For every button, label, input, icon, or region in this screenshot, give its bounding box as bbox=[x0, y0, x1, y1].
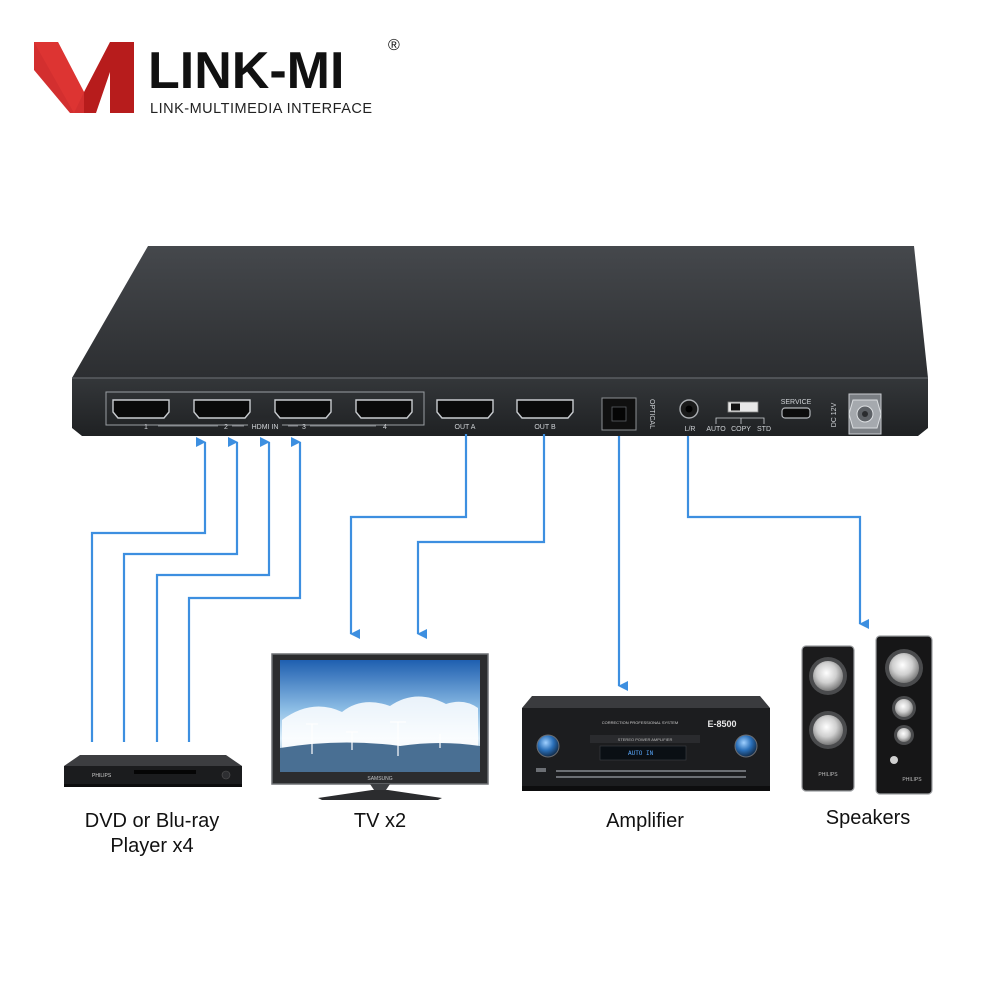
amplifier-model: E-8500 bbox=[707, 719, 736, 729]
amplifier-caption: Amplifier bbox=[560, 809, 730, 834]
service-usb-port bbox=[782, 408, 810, 418]
tv-caption: TV x2 bbox=[310, 809, 450, 834]
out-a-line bbox=[351, 434, 466, 634]
lr-label: L/R bbox=[685, 426, 696, 433]
input-number-2: 2 bbox=[224, 424, 228, 431]
dvd-player-caption: DVD or Blu-ray Player x4 bbox=[52, 809, 252, 859]
tv-brand: SAMSUNG bbox=[367, 776, 392, 782]
device-top-panel bbox=[72, 246, 928, 378]
input-3-line bbox=[157, 442, 269, 742]
input-2-line bbox=[124, 442, 237, 742]
hdmi-in-2-port bbox=[194, 400, 250, 418]
amplifier-header: CORRECTION PROFESSIONAL SYSTEM bbox=[602, 720, 679, 725]
brand-logo: LINK-MI ® LINK-MULTIMEDIA INTERFACE bbox=[34, 37, 400, 117]
dvd-player-caption-line1: DVD or Blu-ray bbox=[52, 809, 252, 834]
input-number-1: 1 bbox=[144, 424, 148, 431]
hdmi-in-4-port bbox=[356, 400, 412, 418]
amplifier-display: AUTO IN bbox=[628, 750, 654, 757]
brand-tagline: LINK-MULTIMEDIA INTERFACE bbox=[150, 101, 373, 117]
switch-mode-copy: COPY bbox=[731, 426, 751, 433]
hdmi-in-label: HDMI IN bbox=[252, 424, 279, 431]
hdmi-in-1-port bbox=[113, 400, 169, 418]
hdmi-in-3-port bbox=[275, 400, 331, 418]
hdmi-matrix-device: 1 2 HDMI IN 3 4 OUT A OUT B L/R AUTO COP… bbox=[72, 246, 928, 436]
right-speaker-brand: PHILIPS bbox=[902, 777, 922, 783]
tv-stand bbox=[370, 784, 390, 790]
power-connector-icon bbox=[849, 394, 881, 434]
hdmi-out-a-port bbox=[437, 400, 493, 418]
dvd-player-caption-line2: Player x4 bbox=[52, 834, 252, 859]
speakers-icon: PHILIPS PHILIPS bbox=[802, 636, 932, 794]
service-label: SERVICE bbox=[781, 399, 812, 406]
power-label: DC 12V bbox=[831, 402, 838, 427]
player-brand: PHILIPS bbox=[92, 773, 112, 779]
optical-label: OPTICAL bbox=[648, 399, 655, 429]
out-a-label: OUT A bbox=[455, 424, 476, 431]
dvd-player-icon: PHILIPS bbox=[64, 755, 242, 787]
amplifier-right-knob bbox=[735, 735, 757, 757]
registered-mark: ® bbox=[388, 37, 400, 54]
switch-mode-std: STD bbox=[757, 426, 771, 433]
switch-mode-auto: AUTO bbox=[706, 426, 726, 433]
hdmi-out-b-port bbox=[517, 400, 573, 418]
out-b-line bbox=[418, 434, 544, 634]
speakers-caption: Speakers bbox=[790, 806, 946, 831]
amplifier-icon: CORRECTION PROFESSIONAL SYSTEM E-8500 ST… bbox=[522, 696, 770, 791]
out-b-label: OUT B bbox=[534, 424, 556, 431]
input-number-3: 3 bbox=[302, 424, 306, 431]
amplifier-left-knob bbox=[537, 735, 559, 757]
logo-mark-icon bbox=[34, 42, 134, 113]
right-speaker: PHILIPS bbox=[876, 636, 932, 794]
lr-line bbox=[688, 436, 860, 624]
brand-name: LINK-MI bbox=[148, 42, 344, 100]
left-speaker: PHILIPS bbox=[802, 646, 854, 791]
amplifier-subheader: STEREO POWER AMPLIFIER bbox=[618, 737, 673, 742]
tv-icon: SAMSUNG bbox=[272, 654, 488, 800]
input-number-4: 4 bbox=[383, 424, 387, 431]
left-speaker-brand: PHILIPS bbox=[818, 772, 838, 778]
